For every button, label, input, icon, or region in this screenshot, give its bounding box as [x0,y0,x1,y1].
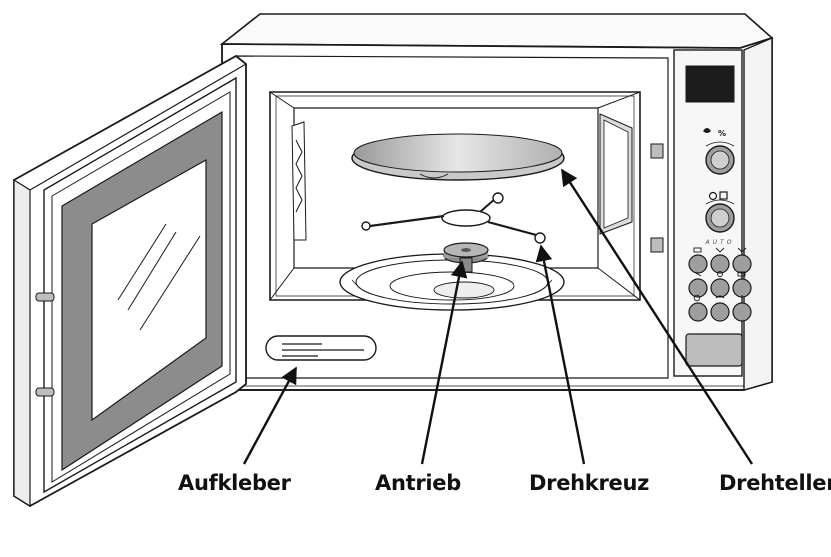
leader-drehteller [560,168,754,465]
control-panel: % AUTO [673,49,752,377]
callout-lines [242,168,754,465]
oven-door [13,54,247,508]
roller-ring [361,192,546,244]
auto-label: AUTO [705,239,735,246]
drive-coupler [443,242,489,273]
turntable-well [339,253,565,311]
door-release-button[interactable] [685,333,743,367]
label-antrieb: Antrieb [375,471,461,495]
button-icons [693,247,747,302]
label-drehkreuz: Drehkreuz [529,471,650,495]
power-icons: % [703,128,726,138]
turntable-plate [351,133,565,181]
svg-text:%: % [718,129,726,138]
leader-drehkreuz [535,244,586,465]
timer-icons [708,191,728,201]
sticker-slot [265,335,377,361]
label-aufkleber: Aufkleber [178,471,291,495]
button-grid[interactable] [688,254,752,322]
leader-aufkleber [242,366,298,465]
label-drehteller: Drehteller [719,471,831,495]
leader-antrieb [420,260,468,465]
